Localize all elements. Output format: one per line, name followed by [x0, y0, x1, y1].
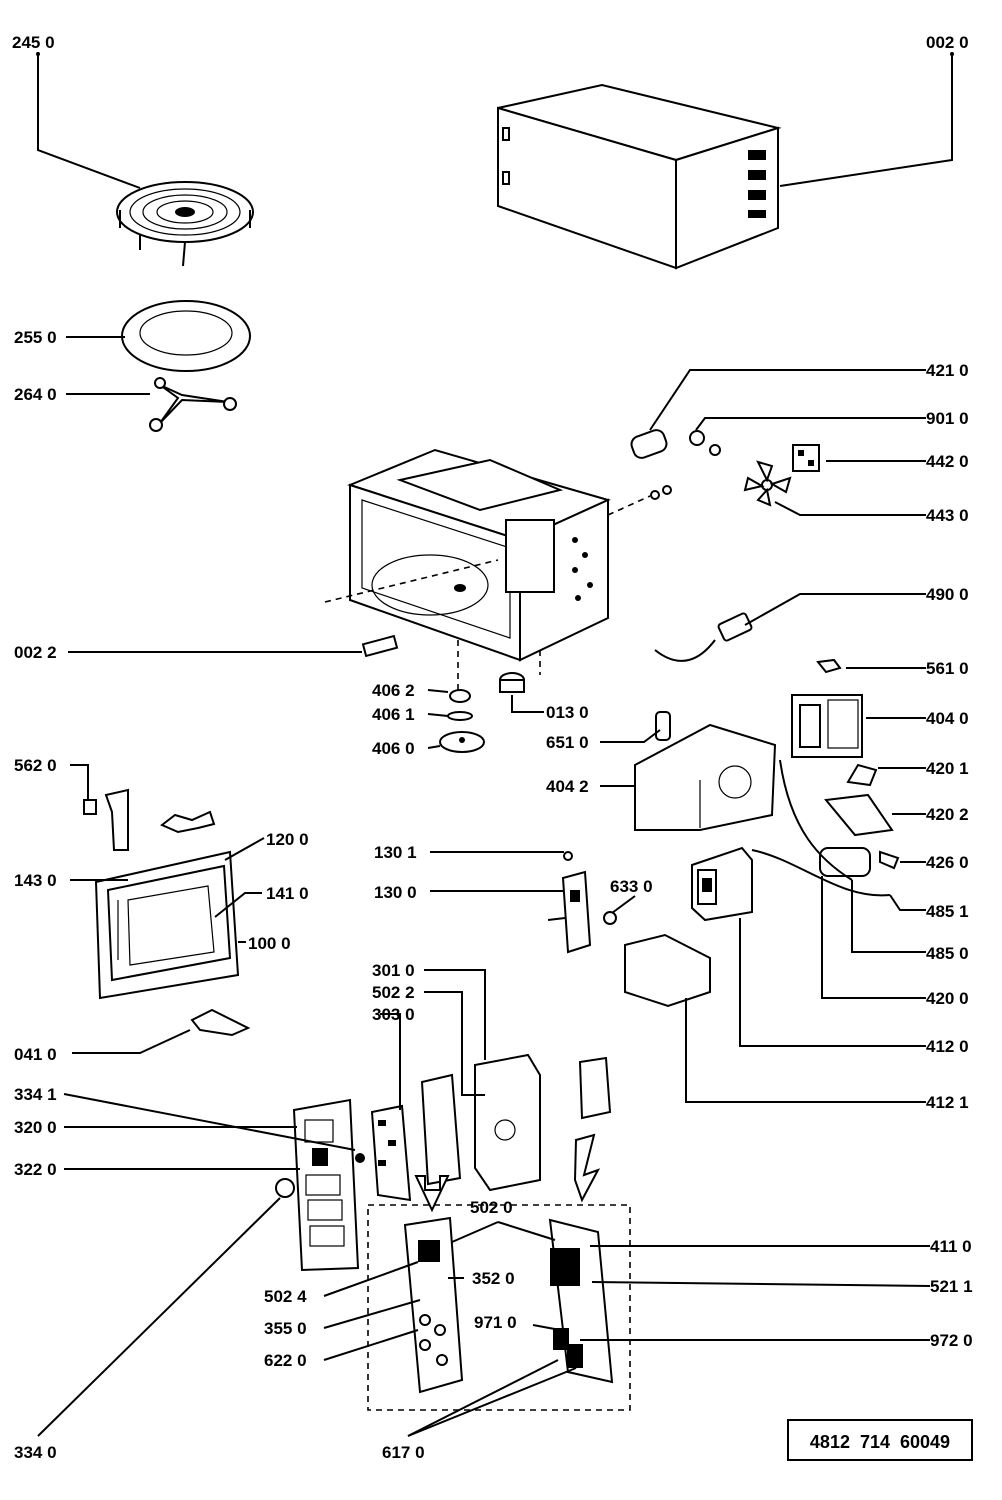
part-label: 562 0 [14, 756, 57, 775]
part-label: 301 0 [372, 961, 415, 980]
part-label: 442 0 [926, 452, 969, 471]
part-label: 303 0 [372, 1005, 415, 1024]
sensor-bracket-part [573, 1056, 612, 1203]
oven-cavity-part [347, 448, 611, 662]
part-label: 426 0 [926, 853, 969, 872]
part-label: 972 0 [930, 1331, 973, 1350]
part-label: 130 0 [374, 883, 417, 902]
reference-number-box [787, 1419, 973, 1461]
turntable-coupler-part [439, 689, 485, 753]
fan-blade-part [743, 460, 792, 507]
part-label: 041 0 [14, 1045, 57, 1064]
part-label: 130 1 [374, 843, 417, 862]
hinge-bracket-part [361, 634, 399, 658]
main-board-left-part [403, 1216, 464, 1394]
reference-number: 4812 714 60049 [810, 1432, 950, 1452]
transformer-cover-part [624, 933, 711, 1008]
switch-actuator-part [655, 711, 671, 741]
part-label: 971 0 [474, 1313, 517, 1332]
knob-foot-part [499, 672, 525, 693]
glass-tray-part [121, 300, 251, 372]
part-label: 002 0 [926, 33, 969, 52]
part-label: 622 0 [264, 1351, 307, 1370]
part-label: 406 0 [372, 739, 415, 758]
roller-support-part [149, 377, 237, 432]
part-label: 404 2 [546, 777, 589, 796]
capacitor-bracket-part [824, 793, 894, 837]
part-label: 420 1 [926, 759, 969, 778]
part-label: 633 0 [610, 877, 653, 896]
motor-part [630, 429, 668, 459]
part-label: 322 0 [14, 1160, 57, 1179]
part-label: 502 2 [372, 983, 415, 1002]
part-label: 420 0 [926, 989, 969, 1008]
part-label: 420 2 [926, 805, 969, 824]
part-label: 651 0 [546, 733, 589, 752]
part-label: 334 0 [14, 1443, 57, 1462]
part-label: 412 1 [926, 1093, 969, 1112]
door-switch-bracket-part [83, 788, 216, 851]
part-label: 901 0 [926, 409, 969, 428]
part-label: 406 2 [372, 681, 415, 700]
door-assembly-part [94, 850, 240, 1000]
transformer-part [691, 846, 753, 922]
part-label: 406 1 [372, 705, 415, 724]
thermal-clip-part [816, 658, 842, 674]
power-cord-part [654, 612, 753, 662]
part-label: 617 0 [382, 1443, 425, 1462]
door-lever-part [190, 1008, 251, 1037]
part-label: 320 0 [14, 1118, 57, 1137]
part-label: 404 0 [926, 709, 969, 728]
washer-part [650, 430, 721, 500]
part-label: 120 0 [266, 830, 309, 849]
motor-bracket-part [792, 444, 820, 472]
part-label: 485 0 [926, 944, 969, 963]
part-label: 100 0 [248, 934, 291, 953]
outer-cabinet-part [497, 83, 782, 270]
relay-board-part [474, 1053, 541, 1192]
knob-part [275, 1178, 295, 1198]
part-label: 002 2 [14, 643, 57, 662]
part-label: 141 0 [266, 884, 309, 903]
keypad-overlay-part [414, 1073, 462, 1213]
part-label: 245 0 [12, 33, 55, 52]
part-label: 013 0 [546, 703, 589, 722]
main-board-right-part [548, 1218, 614, 1384]
interlock-switch-part [547, 851, 617, 954]
capacitor-clamp-part [846, 763, 878, 787]
part-label: 490 0 [926, 585, 969, 604]
part-label: 502 4 [264, 1287, 307, 1306]
part-label: 411 0 [930, 1237, 972, 1256]
part-label: 412 0 [926, 1037, 969, 1056]
part-label: 485 1 [926, 902, 969, 921]
part-label: 143 0 [14, 871, 57, 890]
part-label: 443 0 [926, 506, 969, 525]
grill-rack-part [116, 181, 254, 267]
diode-part [879, 850, 900, 870]
part-label: 255 0 [14, 328, 57, 347]
part-label: 421 0 [926, 361, 969, 380]
part-label: 561 0 [926, 659, 969, 678]
part-label: 502 0 [470, 1198, 513, 1217]
magnetron-part [791, 694, 863, 758]
control-board-part [370, 1104, 412, 1202]
waveguide-housing-part [634, 723, 777, 831]
part-label: 352 0 [472, 1269, 515, 1288]
part-label: 521 1 [930, 1277, 973, 1296]
part-label: 334 1 [14, 1085, 57, 1104]
control-panel-part [292, 1098, 365, 1272]
part-label: 355 0 [264, 1319, 307, 1338]
part-label: 264 0 [14, 385, 57, 404]
